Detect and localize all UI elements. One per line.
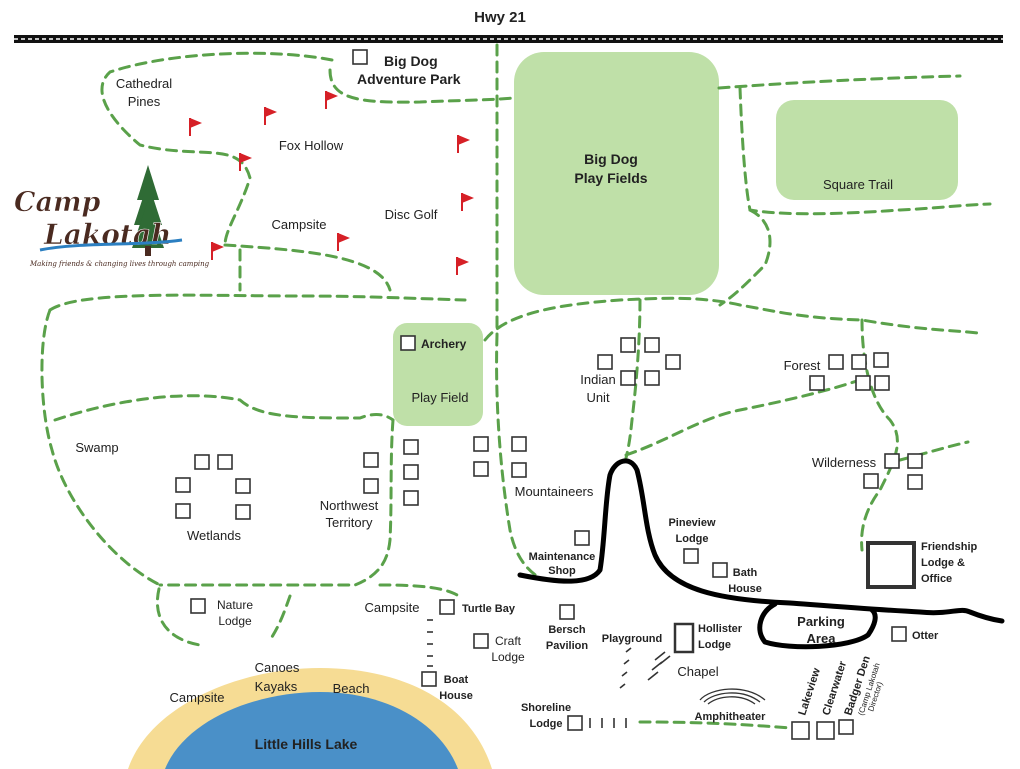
camp-lakotah-logo: Camp Lakotah Making friends & changing l…	[14, 165, 210, 268]
label-nature-1: Nature	[217, 598, 253, 612]
square-trail-field	[776, 100, 958, 200]
little-hills-lake	[165, 692, 458, 769]
label-campsite-lake: Campsite	[170, 690, 225, 705]
label-indian-1: Indian	[580, 372, 615, 387]
label-craft-2: Lodge	[491, 650, 525, 664]
label-craft-1: Craft	[495, 634, 522, 648]
logo-camp-text: Camp	[14, 187, 101, 218]
label-hollister-1: Hollister	[698, 623, 743, 635]
lake-label: Little Hills Lake	[255, 736, 358, 752]
label-parking-1: Parking	[797, 614, 845, 629]
label-parking-2: Area	[807, 631, 837, 646]
amphitheater-icon	[699, 688, 766, 705]
label-boat-2: House	[439, 690, 473, 702]
label-amphitheater: Amphitheater	[695, 711, 767, 723]
label-disc-golf: Disc Golf	[385, 207, 438, 222]
label-chapel: Chapel	[677, 664, 718, 679]
map-labels: Big Dog Adventure Park Cathedral Pines F…	[75, 53, 977, 730]
label-pineview-2: Lodge	[676, 533, 709, 545]
label-wetlands: Wetlands	[187, 528, 241, 543]
highway-road	[14, 35, 1003, 43]
label-bath-2: House	[728, 583, 762, 595]
label-nature-2: Lodge	[218, 614, 252, 628]
label-bersch-2: Pavilion	[546, 640, 588, 652]
big-dog-play-fields	[514, 52, 719, 295]
label-cathedral-1: Cathedral	[116, 76, 172, 91]
label-otter: Otter	[912, 630, 939, 642]
square-trail-label: Square Trail	[823, 177, 893, 192]
roads	[517, 458, 1005, 650]
big-dog-fields-label-2: Play Fields	[574, 170, 647, 186]
play-field-label: Play Field	[411, 390, 468, 405]
label-cathedral-2: Pines	[128, 94, 161, 109]
label-playground: Playground	[602, 633, 663, 645]
label-bath-1: Bath	[733, 567, 758, 579]
label-swamp: Swamp	[75, 440, 118, 455]
logo-tagline: Making friends & changing lives through …	[29, 260, 210, 268]
buildings	[175, 49, 923, 740]
label-turtle-bay: Turtle Bay	[462, 603, 516, 615]
label-campsite-north: Campsite	[272, 217, 327, 232]
label-indian-2: Unit	[586, 390, 610, 405]
label-canoes: Canoes	[255, 660, 300, 675]
label-fox-hollow: Fox Hollow	[279, 138, 344, 153]
label-northwest-1: Northwest	[320, 498, 379, 513]
highway-label: Hwy 21	[474, 9, 526, 26]
label-wilderness: Wilderness	[812, 455, 877, 470]
label-shoreline-1: Shoreline	[521, 702, 571, 714]
label-pineview-1: Pineview	[668, 517, 716, 529]
label-friendship-3: Office	[921, 573, 952, 585]
label-friendship-1: Friendship	[921, 541, 978, 553]
label-northwest-2: Territory	[326, 515, 373, 530]
disc-golf-flags	[189, 91, 474, 275]
label-big-dog-adventure-1: Big Dog	[384, 53, 438, 69]
label-beach: Beach	[333, 681, 370, 696]
label-mountaineers: Mountaineers	[515, 484, 594, 499]
label-big-dog-adventure-2: Adventure Park	[357, 71, 461, 87]
label-shoreline-2: Lodge	[530, 718, 563, 730]
label-kayaks: Kayaks	[255, 679, 298, 694]
label-campsite-south: Campsite	[365, 600, 420, 615]
label-hollister-2: Lodge	[698, 639, 731, 651]
big-dog-fields-label-1: Big Dog	[584, 151, 638, 167]
label-maintenance-2: Shop	[548, 565, 576, 577]
label-maintenance-1: Maintenance	[529, 551, 596, 563]
label-boat-1: Boat	[444, 674, 469, 686]
docks	[427, 619, 671, 728]
label-bersch-1: Bersch	[548, 624, 586, 636]
label-archery: Archery	[421, 337, 467, 351]
label-lakeview: Lakeview	[796, 666, 823, 717]
label-forest: Forest	[784, 358, 821, 373]
label-friendship-2: Lodge &	[921, 557, 965, 569]
